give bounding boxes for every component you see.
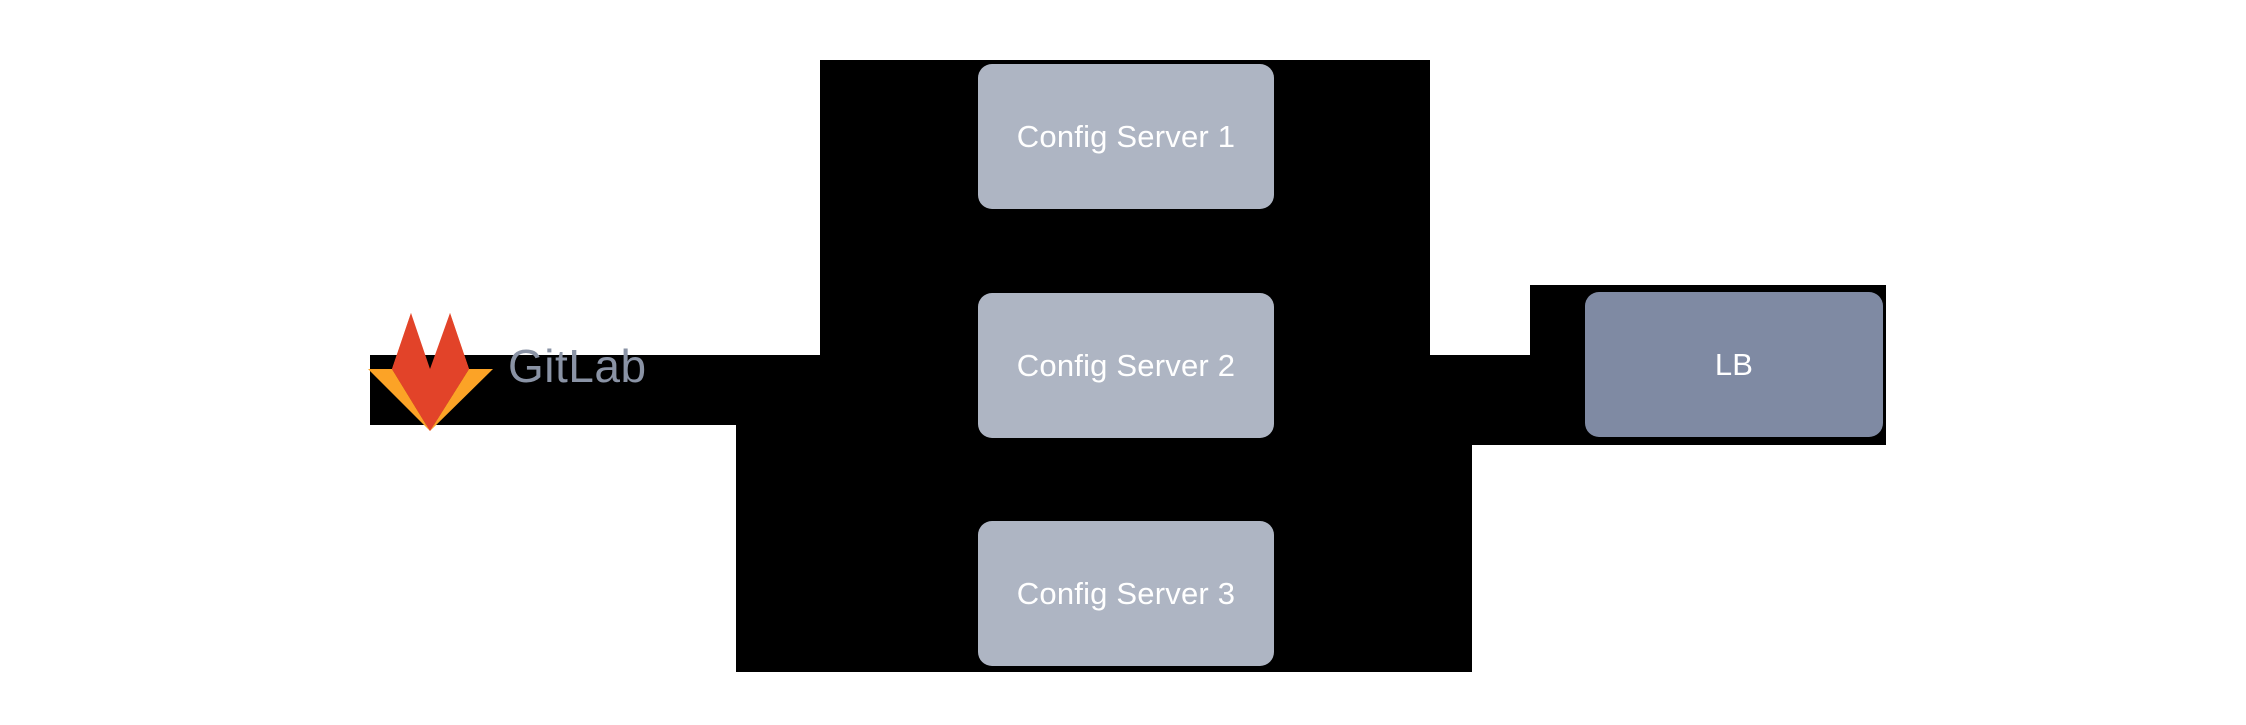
- node-config-server-1[interactable]: Config Server 1: [978, 64, 1274, 209]
- node-load-balancer-label: LB: [1714, 346, 1754, 382]
- node-config-server-1-label: Config Server 1: [1016, 118, 1236, 154]
- node-config-server-3[interactable]: Config Server 3: [978, 521, 1274, 666]
- node-load-balancer[interactable]: LB: [1585, 292, 1883, 437]
- gitlab-logo-icon: [368, 313, 493, 436]
- node-gitlab-label: GitLab: [508, 340, 647, 392]
- node-gitlab[interactable]: GitLab: [368, 313, 660, 431]
- node-config-server-2[interactable]: Config Server 2: [978, 293, 1274, 438]
- node-config-server-2-label: Config Server 2: [1016, 347, 1236, 383]
- node-config-server-3-label: Config Server 3: [1016, 575, 1236, 611]
